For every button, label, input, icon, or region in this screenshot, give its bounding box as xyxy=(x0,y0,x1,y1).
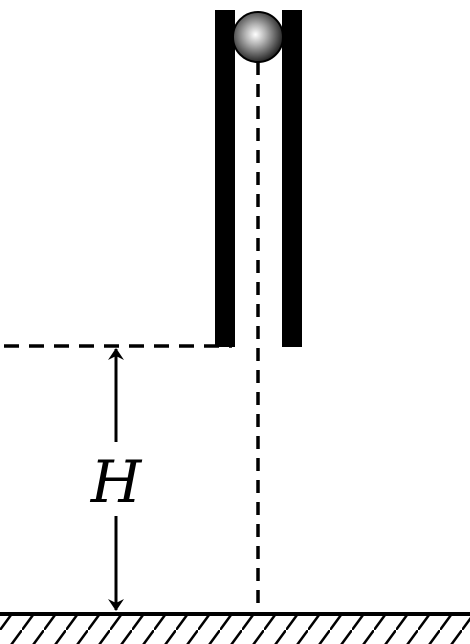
ground-hatching xyxy=(0,614,470,644)
tube-right-wall xyxy=(282,10,302,347)
ball xyxy=(232,11,284,63)
tube-left-wall xyxy=(215,10,235,347)
height-label: H xyxy=(90,448,143,516)
